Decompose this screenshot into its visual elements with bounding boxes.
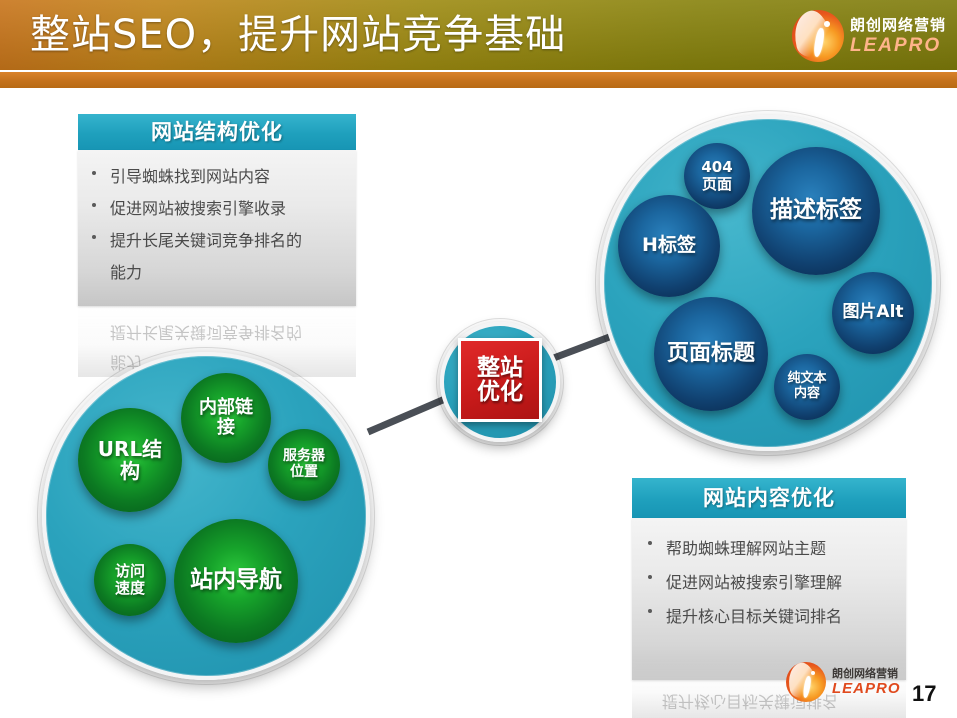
- bullet-text: 提升长尾关键词竞争排名的: [110, 231, 303, 250]
- bubble-internal-links[interactable]: 内部链接: [181, 373, 271, 463]
- panel-structure-body: 引导蜘蛛找到网站内容 促进网站被搜索引擎收录 提升长尾关键词竞争排名的 能力: [78, 150, 356, 306]
- bubble-description-tag[interactable]: 描述标签: [752, 147, 880, 275]
- panel-website-content: 网站内容优化 帮助蜘蛛理解网站主题 促进网站被搜索引擎理解 提升核心目标关键词排…: [632, 478, 906, 680]
- panel-content-bullet-list: 帮助蜘蛛理解网站主题 促进网站被搜索引擎理解 提升核心目标关键词排名: [648, 532, 896, 634]
- leapro-logo-icon: [789, 7, 844, 62]
- brand-name-cn: 朗创网络营销: [832, 667, 898, 680]
- list-item: 提升长尾关键词竞争排名的: [92, 226, 344, 256]
- panel-structure-bullet-list: 引导蜘蛛找到网站内容 促进网站被搜索引擎收录 提升长尾关键词竞争排名的 能力: [92, 162, 344, 288]
- bullet-text: 提升核心目标关键词排名: [666, 607, 843, 626]
- panel-structure-title: 网站结构优化: [78, 114, 356, 150]
- bubble-access-speed[interactable]: 访问速度: [94, 544, 166, 616]
- bubble-page-title[interactable]: 页面标题: [654, 297, 768, 411]
- page-title: 整站SEO，提升网站竞争基础: [30, 12, 567, 58]
- panel-content-title: 网站内容优化: [632, 478, 906, 518]
- bubble-plain-text-content[interactable]: 纯文本内容: [774, 354, 840, 420]
- bubble-server-location[interactable]: 服务器位置: [268, 429, 340, 501]
- bullet-text: 帮助蜘蛛理解网站主题: [666, 539, 827, 558]
- bullet-dot-icon: [648, 540, 652, 545]
- bullet-dot-icon: [92, 202, 96, 207]
- brand-logo-footer: 朗创网络营销 LEAPRO: [783, 659, 901, 702]
- bullet-text: 促进网站被搜索引擎理解: [666, 573, 843, 592]
- bullet-text: 能力: [110, 263, 143, 282]
- reflection-text: 提升长尾关键词竞争排名的: [110, 323, 303, 342]
- list-item: 促进网站被搜索引擎理解: [648, 566, 896, 600]
- bullet-dot-icon: [92, 170, 96, 175]
- slide-header-bar: 整站SEO，提升网站竞争基础 朗创网络营销 LEAPRO: [0, 0, 957, 70]
- header-accent-bar: [0, 72, 957, 88]
- list-item: 帮助蜘蛛理解网站主题: [648, 532, 896, 566]
- list-item-continuation: 能力: [92, 258, 344, 288]
- list-item: 促进网站被搜索引擎收录: [92, 194, 344, 224]
- page-number: 17: [912, 681, 937, 706]
- leapro-logo-icon: [783, 659, 826, 702]
- bullet-dot-icon: [648, 574, 652, 579]
- bubble-h-tag[interactable]: H标签: [618, 195, 720, 297]
- bullet-text: 促进网站被搜索引擎收录: [110, 199, 287, 218]
- panel-content-body: 帮助蜘蛛理解网站主题 促进网站被搜索引擎理解 提升核心目标关键词排名: [632, 518, 906, 680]
- center-badge-square: 整站优化: [458, 338, 542, 422]
- panel-website-structure: 网站结构优化 引导蜘蛛找到网站内容 促进网站被搜索引擎收录 提升长尾关键词竞争排…: [78, 114, 356, 306]
- brand-name-en: LEAPRO: [850, 34, 942, 56]
- header-divider: [0, 70, 957, 72]
- bullet-text: 引导蜘蛛找到网站内容: [110, 167, 271, 186]
- bullet-dot-icon: [92, 234, 96, 239]
- bullet-dot-icon: [648, 608, 652, 613]
- brand-name-cn: 朗创网络营销: [850, 15, 947, 34]
- bubble-url-structure[interactable]: URL结构: [78, 408, 182, 512]
- center-badge-overall-optimization[interactable]: 整站优化: [436, 318, 564, 446]
- brand-logo-header: 朗创网络营销 LEAPRO: [789, 7, 947, 62]
- center-badge-label: 整站优化: [477, 354, 523, 405]
- list-item: 引导蜘蛛找到网站内容: [92, 162, 344, 192]
- cluster-website-structure: URL结构 内部链接 服务器位置 访问速度 站内导航: [37, 347, 375, 685]
- bubble-image-alt[interactable]: 图片Alt: [832, 272, 914, 354]
- brand-name-en: LEAPRO: [832, 680, 901, 697]
- list-item: 提升核心目标关键词排名: [648, 600, 896, 634]
- bubble-site-navigation[interactable]: 站内导航: [174, 519, 298, 643]
